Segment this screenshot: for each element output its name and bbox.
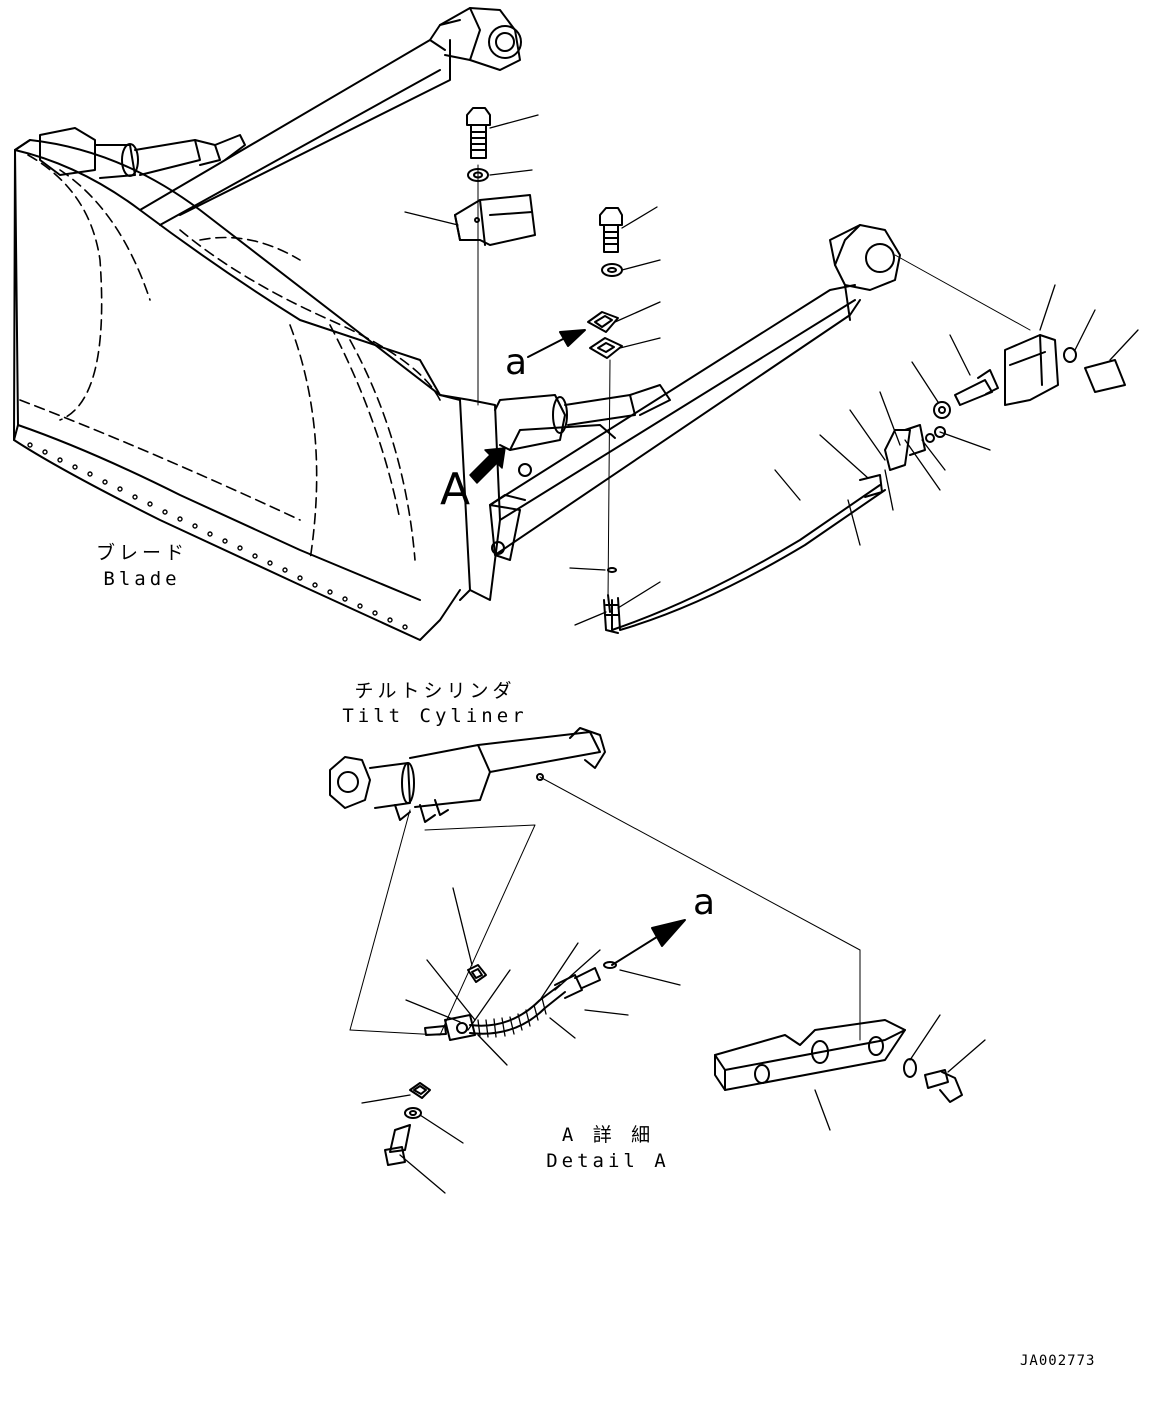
hose-assembly-top — [603, 254, 1126, 634]
arrow-a-top-label: a — [505, 342, 528, 383]
tilt-cylinder-detail — [329, 727, 861, 1041]
tilt-cylinder-installed — [494, 384, 671, 477]
tilt-cylinder-label-jp: チルトシリンダ — [354, 680, 516, 702]
right-frame-arm — [489, 224, 901, 561]
guard-plate — [714, 1019, 963, 1103]
arrow-a-top — [527, 329, 586, 358]
detail-a-label-jp: A 詳 細 — [561, 1124, 655, 1146]
blade-label-en: Blade — [103, 568, 181, 590]
leader-lines-top — [404, 114, 1139, 626]
view-arrow-a — [469, 447, 506, 484]
arrow-a-bottom-label: a — [693, 882, 716, 923]
blade — [13, 139, 501, 641]
blade-label-jp: ブレード — [95, 542, 188, 564]
view-marker-a: A — [440, 464, 471, 515]
tilt-cylinder-label-en: Tilt Cyliner — [342, 705, 528, 727]
arrow-a-bottom — [611, 919, 686, 966]
cover-assembly-parts — [454, 107, 536, 406]
left-frame-arm — [139, 7, 522, 226]
detail-a-label-en: Detail A — [546, 1150, 670, 1172]
drawing-code: JA002773 — [1020, 1353, 1096, 1369]
detail-fittings — [349, 809, 617, 1166]
left-cylinder — [39, 127, 246, 179]
leader-lines-bottom — [361, 887, 986, 1194]
clamp-parts — [587, 207, 623, 601]
